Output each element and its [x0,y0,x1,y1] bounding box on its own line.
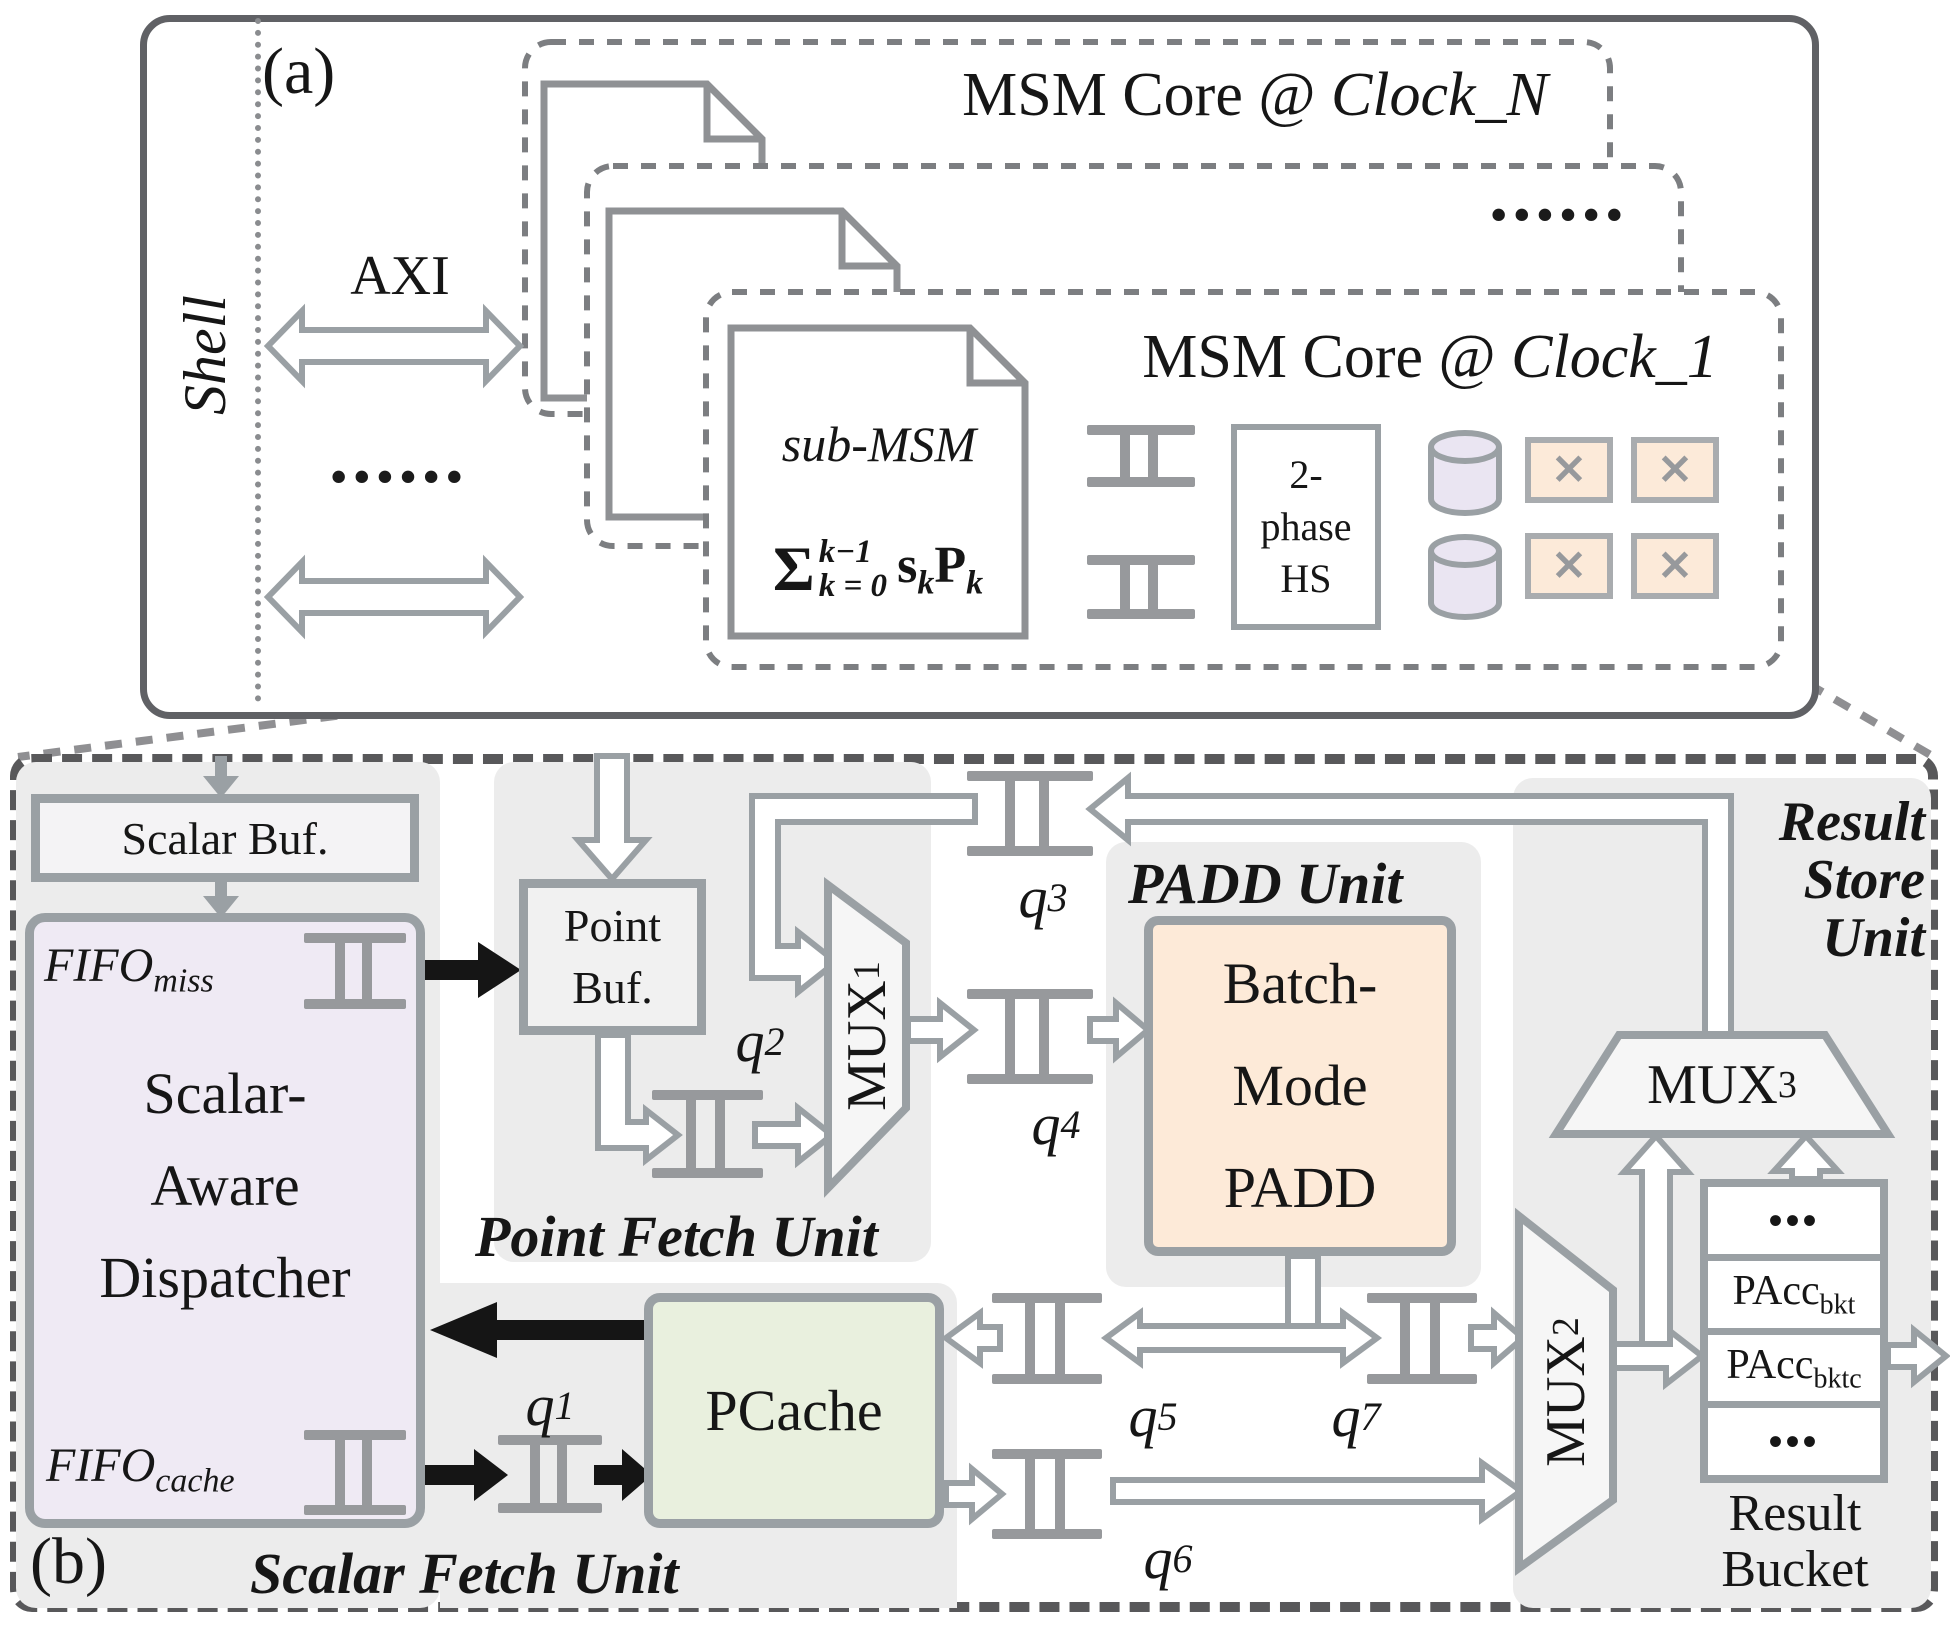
arrow-bucket-output [1885,1323,1950,1389]
fifo-cache-label: FIFOcache [46,1439,235,1500]
bucket-row-pacc-bktc: PAccbktc [1708,1335,1880,1409]
bucket-row-dots: ••• [1708,1187,1880,1261]
fifo-miss-queue-icon [304,933,406,1009]
arrow-q3-to-mux1 [749,793,978,999]
msm-core-clock-1-title: MSM Core @ Clock_1 [1142,323,1718,391]
fifo-cache-queue-icon [304,1430,406,1515]
shell-divider-line [255,18,261,702]
scalar-buffer-box: Scalar Buf. [31,794,419,882]
arrow-q7-to-mux2 [1468,1306,1528,1370]
arrow-mux3-to-q3-feedback [1085,771,1734,1038]
arrow-junction-to-mux3 [1617,1131,1695,1347]
arrow-into-scalar-buf [203,756,239,798]
multiplier-icon: ✕ [1525,533,1613,599]
arrow-padd-to-q5-q7 [1100,1307,1383,1369]
result-bucket-box: ••• PAccbkt PAccbktc ••• [1700,1179,1888,1483]
q6-queue-icon [992,1449,1102,1539]
bucket-row-dots: ••• [1768,1419,1820,1465]
memory-cylinder-icon [1428,534,1502,620]
multiply-icon: ✕ [1657,448,1693,494]
scalar-aware-dispatcher-box [25,913,425,1528]
msm-core-detail-border [10,754,1938,1612]
fifo-queue-icon [1087,555,1195,619]
scalar-fetch-unit-label: Scalar Fetch Unit [250,1541,679,1606]
pcache-box: PCache [644,1293,944,1528]
multiplier-icon: ✕ [1525,437,1613,503]
arrow-fifo-miss-to-point-buf [425,942,521,998]
point-fetch-unit-label: Point Fetch Unit [475,1204,878,1269]
arrow-bucket-to-mux3 [1767,1131,1845,1182]
q7-queue-icon [1367,1293,1477,1384]
arrow-fifo-cache-to-q1 [425,1449,508,1501]
arrow-q4-to-padd [1087,996,1153,1064]
mux3-shape [1548,1031,1896,1138]
arrow-scalar-buf-to-dispatcher [203,882,239,918]
q4-queue-icon [967,989,1093,1084]
arrow-q6-to-mux2 [1110,1457,1527,1525]
msm-formula: Σ k−1 k = 0 sk Pk [772,533,984,604]
multiply-icon: ✕ [1657,544,1693,590]
arrow-q1-to-pcache [594,1449,652,1501]
arrow-mux1-to-q4 [905,996,979,1064]
axi-bus-arrow-top [263,303,525,389]
mux1-shape [824,877,910,1198]
arrow-point-buf-to-q2 [595,1032,683,1167]
multiplier-icon: ✕ [1631,533,1719,599]
q2-queue-icon [652,1090,763,1178]
sub-msm-title: sub-MSM [781,416,977,472]
sigma-symbol: Σ [772,533,815,604]
padd-unit-label: PADD Unit [1128,851,1403,916]
datapath-arrows [203,753,1950,1576]
fifo-miss-label: FIFOmiss [44,939,214,1000]
multiplier-icon: ✕ [1631,437,1719,503]
fifo-queue-icon [1087,425,1195,487]
arrow-q2-to-mux1 [752,1101,837,1169]
bucket-row-pacc-bkt: PAccbkt [1708,1261,1880,1335]
axi-bus-arrow-bottom [263,554,525,640]
input-arrow-icons [203,756,239,918]
mux2-shape [1515,1207,1617,1576]
arrow-into-point-buf [571,753,653,884]
arrow-pcache-to-q6 [943,1462,1007,1526]
q3-queue-icon [967,771,1093,856]
panel-b-label: (b) [30,1525,107,1598]
ellipsis-dots: •••••• [330,451,470,502]
multiply-icon: ✕ [1551,544,1587,590]
multiply-icon: ✕ [1551,448,1587,494]
arrow-q5-to-pcache [940,1307,1003,1369]
axi-label: AXI [350,245,450,307]
document-icon-sub-msm [727,324,1029,640]
panel-a-label: (a) [262,35,336,108]
ellipsis-dots: •••••• [1490,189,1630,240]
arrow-pcache-to-dispatcher [430,1302,644,1358]
q1-queue-icon [498,1435,602,1513]
msm-core-clock-n-title: MSM Core @ Clock_N [962,61,1548,129]
q5-queue-icon [992,1293,1102,1384]
memory-cylinder-icon [1428,430,1502,516]
